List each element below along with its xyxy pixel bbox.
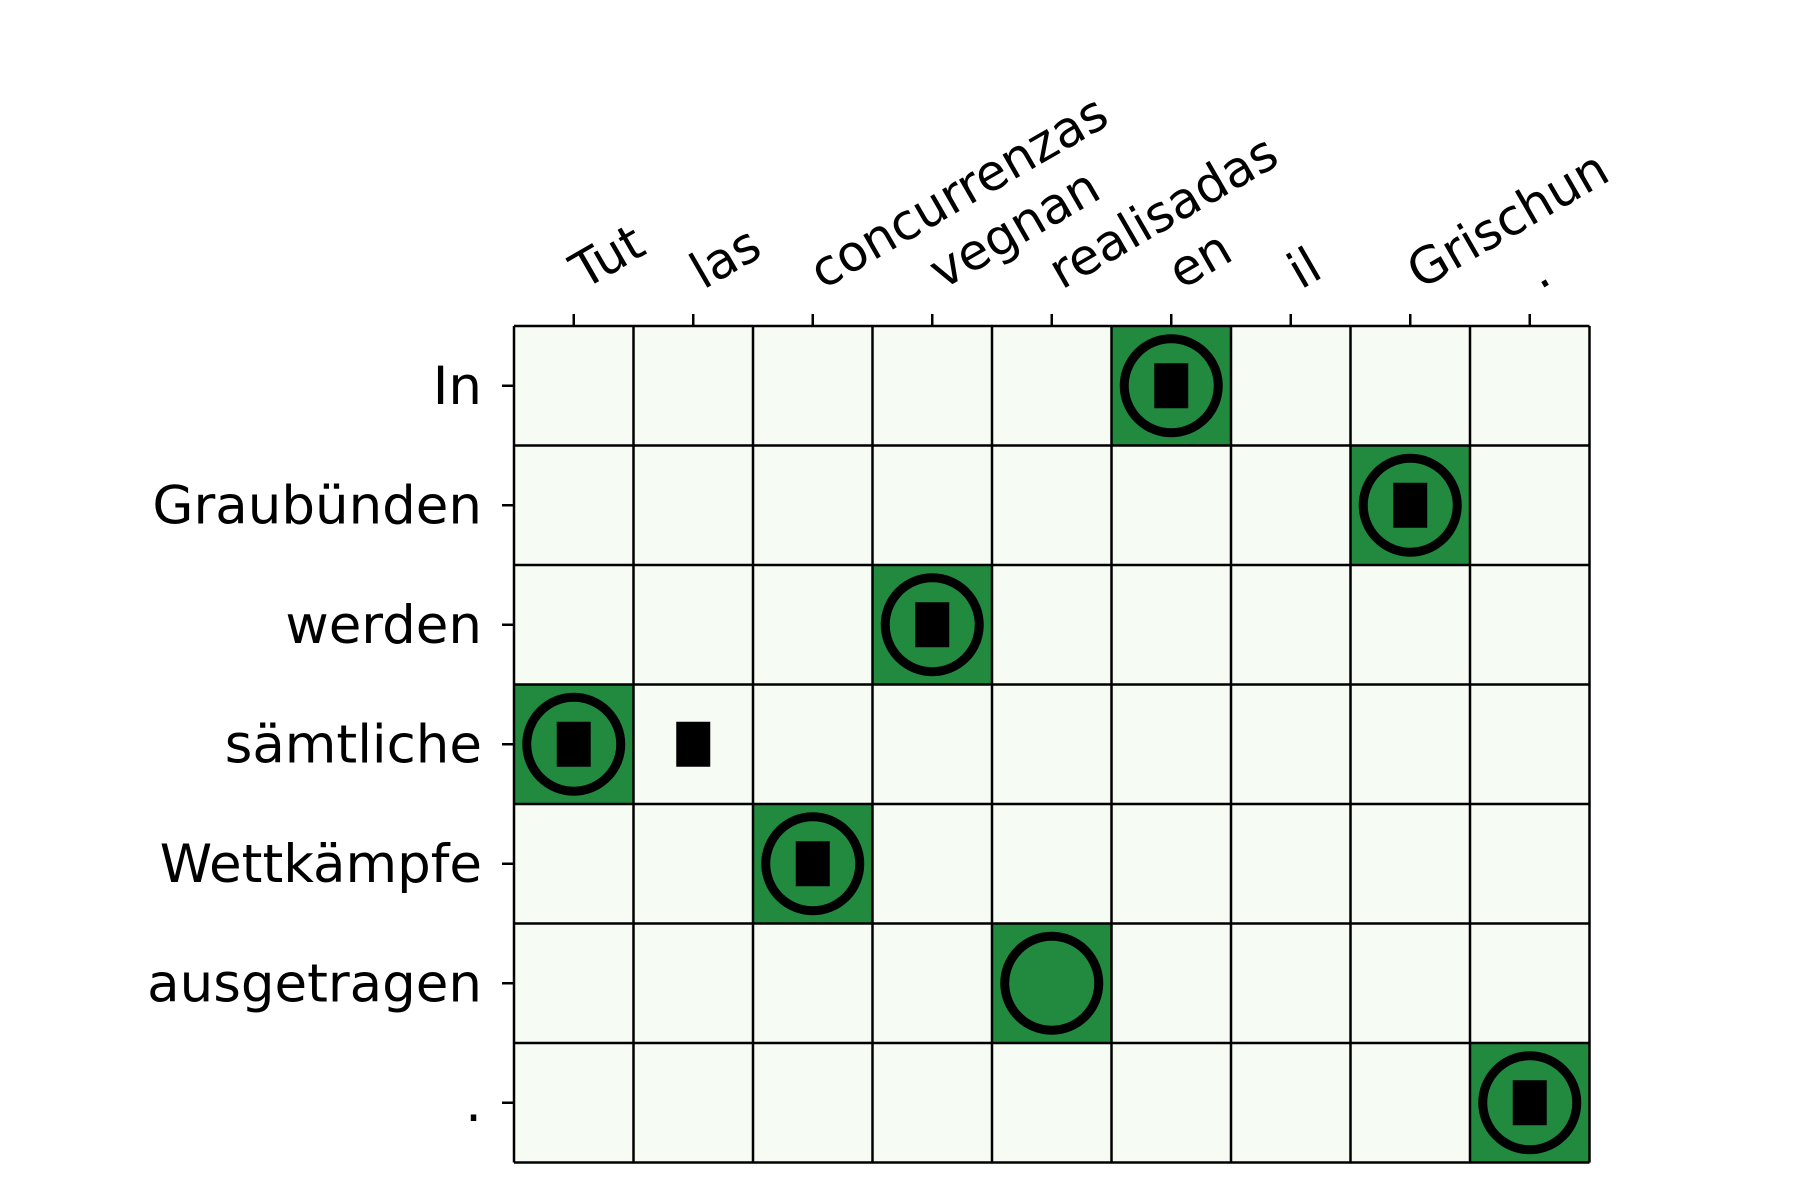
heatmap-cell	[1470, 326, 1590, 446]
heatmap-cell	[514, 923, 634, 1043]
heatmap-cell	[514, 804, 634, 924]
heatmap-cell	[1350, 1043, 1470, 1163]
heatmap-cell	[514, 445, 634, 565]
square-marker	[795, 841, 830, 887]
heatmap-cell	[633, 804, 753, 924]
circle-marker	[761, 812, 865, 916]
heatmap-cell	[514, 326, 634, 446]
heatmap-cell	[1470, 923, 1590, 1043]
heatmap-cell	[753, 326, 873, 446]
grid-layer	[512, 324, 1591, 1164]
x-tick-label: las	[680, 215, 770, 301]
heatmap-cell	[753, 445, 873, 565]
heatmap-cell	[1231, 326, 1351, 446]
heatmap-cell	[633, 445, 753, 565]
circle-marker	[880, 573, 984, 677]
heatmap-cell	[633, 565, 753, 685]
y-tick-label: sämtliche	[225, 714, 482, 775]
heatmap-cell	[872, 804, 992, 924]
heatmap-cell	[872, 684, 992, 804]
heatmap-cell	[1231, 684, 1351, 804]
square-marker	[556, 721, 591, 767]
y-tick-label: .	[465, 1073, 482, 1134]
heatmap-cell	[753, 923, 873, 1043]
heatmap-cell	[872, 445, 992, 565]
y-tick-label: Wettkämpfe	[160, 834, 482, 895]
heatmap-cell	[514, 565, 634, 685]
heatmap-cell	[1350, 923, 1470, 1043]
heatmap-cell	[872, 326, 992, 446]
heatmap-cell	[992, 565, 1112, 685]
square-marker	[676, 721, 711, 767]
heatmap-cell	[1350, 565, 1470, 685]
heatmap-cell	[753, 565, 873, 685]
x-tick-label: il	[1278, 236, 1331, 300]
circle-marker	[1478, 1051, 1582, 1155]
heatmap-cell	[1111, 923, 1231, 1043]
heatmap-cell	[1470, 804, 1590, 924]
heatmap-cell	[1231, 923, 1351, 1043]
x-tick-label: Grischun	[1397, 139, 1618, 300]
heatmap-cell	[992, 684, 1112, 804]
heatmap-cell	[633, 326, 753, 446]
x-tick-label: .	[1517, 242, 1560, 300]
heatmap-cell	[1470, 684, 1590, 804]
y-tick-label: werden	[285, 595, 482, 656]
cells-layer	[514, 326, 1590, 1163]
square-marker	[1512, 1080, 1547, 1126]
heatmap-cell	[1111, 445, 1231, 565]
heatmap-cell	[1231, 565, 1351, 685]
heatmap-cell	[872, 923, 992, 1043]
circle-marker	[1000, 931, 1104, 1035]
heatmap-cell	[992, 804, 1112, 924]
heatmap-cell	[1350, 684, 1470, 804]
x-tick-label: Tut	[560, 213, 654, 301]
heatmap-cell	[872, 1043, 992, 1163]
heatmap-cell	[992, 326, 1112, 446]
y-tick-label: Graubünden	[152, 475, 482, 536]
square-marker	[1154, 363, 1189, 409]
circle-marker	[1358, 453, 1462, 557]
heatmap-cell	[992, 1043, 1112, 1163]
y-tick-label: ausgetragen	[147, 953, 482, 1014]
heatmap-cell	[514, 1043, 634, 1163]
heatmap-cell	[1231, 804, 1351, 924]
circle-marker	[522, 692, 626, 796]
heatmap-cell	[1111, 684, 1231, 804]
heatmap-cell	[633, 923, 753, 1043]
heatmap-cell	[633, 1043, 753, 1163]
heatmap-cell	[1470, 445, 1590, 565]
heatmap-cell	[1231, 1043, 1351, 1163]
heatmap-cell	[753, 1043, 873, 1163]
circle-marker	[1119, 334, 1223, 438]
heatmap-cell	[1470, 565, 1590, 685]
heatmap-cell	[992, 445, 1112, 565]
markers-layer	[522, 334, 1582, 1155]
heatmap-cell	[753, 684, 873, 804]
heatmap-cell	[1111, 804, 1231, 924]
heatmap-cell	[1350, 804, 1470, 924]
square-marker	[915, 602, 950, 648]
heatmap-cell	[1350, 326, 1470, 446]
heatmap-cell	[1111, 565, 1231, 685]
heatmap-cell	[1111, 1043, 1231, 1163]
highlighted-cell	[992, 923, 1112, 1043]
y-tick-label: In	[433, 356, 482, 417]
square-marker	[1393, 482, 1428, 528]
heatmap-cell	[1231, 445, 1351, 565]
